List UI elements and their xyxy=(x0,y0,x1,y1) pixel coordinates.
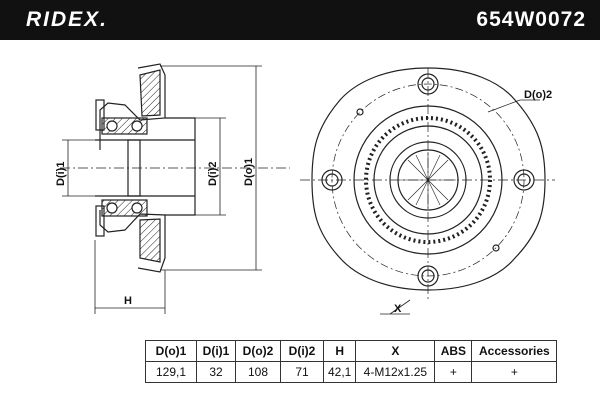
brand-logo: RIDEX. xyxy=(26,8,109,31)
part-number: 654W0072 xyxy=(476,8,586,31)
value-accessories: + xyxy=(471,361,558,383)
header-bar: RIDEX. 654W0072 xyxy=(0,0,600,40)
spec-header-row: D(o)1 D(i)1 D(o)2 D(i)2 H X ABS Accessor… xyxy=(145,340,558,362)
front-dimensions xyxy=(380,99,540,315)
header-d-o2: D(o)2 xyxy=(235,340,281,362)
value-abs: + xyxy=(434,361,473,383)
value-d-i2: 71 xyxy=(280,361,324,383)
value-x: 4-M12x1.25 xyxy=(355,361,436,383)
header-accessories: Accessories xyxy=(471,340,558,362)
label-x: X xyxy=(394,303,402,315)
value-d-i1: 32 xyxy=(196,361,236,383)
header-d-i2: D(i)2 xyxy=(280,340,324,362)
label-d-o2: D(o)2 xyxy=(524,89,552,101)
header-x: X xyxy=(355,340,436,362)
label-h: H xyxy=(124,295,132,307)
front-view xyxy=(300,67,555,300)
header-h: H xyxy=(322,340,357,362)
header-d-o1: D(o)1 xyxy=(145,340,197,362)
spec-table: D(o)1 D(i)1 D(o)2 D(i)2 H X ABS Accessor… xyxy=(145,340,558,383)
side-dimensions xyxy=(62,65,262,314)
value-d-o1: 129,1 xyxy=(145,361,197,383)
spec-value-row: 129,1 32 108 71 42,1 4-M12x1.25 + + xyxy=(145,361,558,383)
header-d-i1: D(i)1 xyxy=(196,340,236,362)
label-d-i2: D(i)2 xyxy=(207,162,219,186)
header-abs: ABS xyxy=(434,340,473,362)
value-d-o2: 108 xyxy=(235,361,281,383)
section-view xyxy=(60,63,290,273)
value-h: 42,1 xyxy=(322,361,357,383)
label-d-o1: D(o)1 xyxy=(243,158,255,186)
technical-drawing: D(i)1 D(i)2 D(o)1 H xyxy=(55,63,555,315)
label-d-i1: D(i)1 xyxy=(55,162,67,186)
